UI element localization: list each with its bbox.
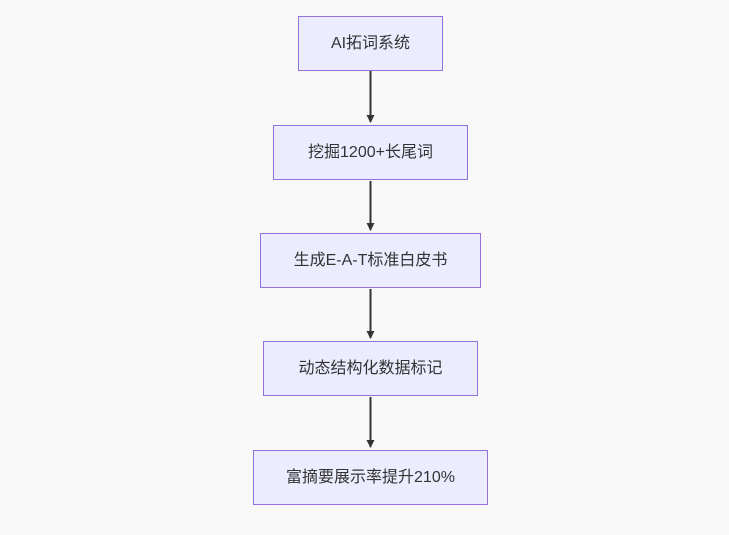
flowchart-node-structured-data: 动态结构化数据标记 bbox=[263, 341, 478, 396]
node-label: 动态结构化数据标记 bbox=[298, 359, 443, 377]
flowchart-node-ai-system: AI拓词系统 bbox=[298, 16, 443, 71]
node-label: AI拓词系统 bbox=[330, 34, 411, 52]
node-label: 生成E-A-T标准白皮书 bbox=[293, 251, 448, 269]
flowchart-node-eat-whitepaper: 生成E-A-T标准白皮书 bbox=[260, 233, 481, 288]
flowchart-node-longtail-mining: 挖掘1200+长尾词 bbox=[273, 125, 468, 180]
node-label: 富摘要展示率提升210% bbox=[286, 468, 455, 486]
node-label: 挖掘1200+长尾词 bbox=[308, 143, 433, 161]
flowchart-node-rich-snippet-result: 富摘要展示率提升210% bbox=[253, 450, 488, 505]
